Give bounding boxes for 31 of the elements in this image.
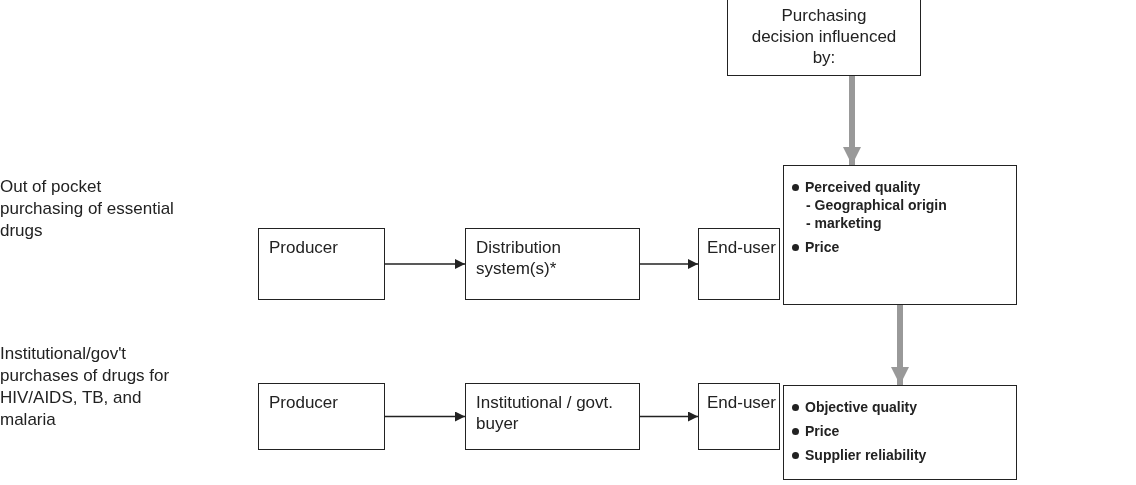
row-label: Out of pocket purchasing of essential drugs xyxy=(0,176,175,242)
process-box xyxy=(727,0,921,76)
box-label: Producer xyxy=(269,238,338,257)
process-box xyxy=(465,228,640,300)
process-box xyxy=(698,228,780,300)
arrow xyxy=(891,305,909,385)
box-label: End-user xyxy=(707,393,776,412)
bullet-item: Perceived quality xyxy=(805,179,921,195)
box-label: Distribution system(s)* xyxy=(476,238,562,278)
bullet-item: Supplier reliability xyxy=(805,447,927,463)
process-box xyxy=(258,383,385,450)
sub-item: - Geographical origin xyxy=(806,196,948,214)
process-box xyxy=(258,228,385,300)
process-box xyxy=(698,383,780,450)
criteria-box xyxy=(783,385,1017,480)
sub-item: - marketing xyxy=(806,214,883,232)
box-label: End-user xyxy=(707,238,776,257)
criteria-box xyxy=(783,165,1017,305)
bullet-item: Price xyxy=(805,239,840,255)
box-label: Purchasing decision influenced by: xyxy=(751,6,897,67)
process-box xyxy=(465,383,640,450)
arrow xyxy=(384,411,466,422)
arrow xyxy=(639,411,699,422)
bullet-item: Objective quality xyxy=(805,399,918,415)
box-label: Institutional / govt. buyer xyxy=(476,393,614,433)
arrow xyxy=(639,259,699,269)
arrow xyxy=(843,76,861,165)
bullet-item: Price xyxy=(805,423,840,439)
box-label: Producer xyxy=(269,393,338,412)
row-label: Institutional/gov't purchases of drugs for HIV/AIDS, TB, and malaria xyxy=(0,343,171,431)
arrow xyxy=(384,259,466,269)
